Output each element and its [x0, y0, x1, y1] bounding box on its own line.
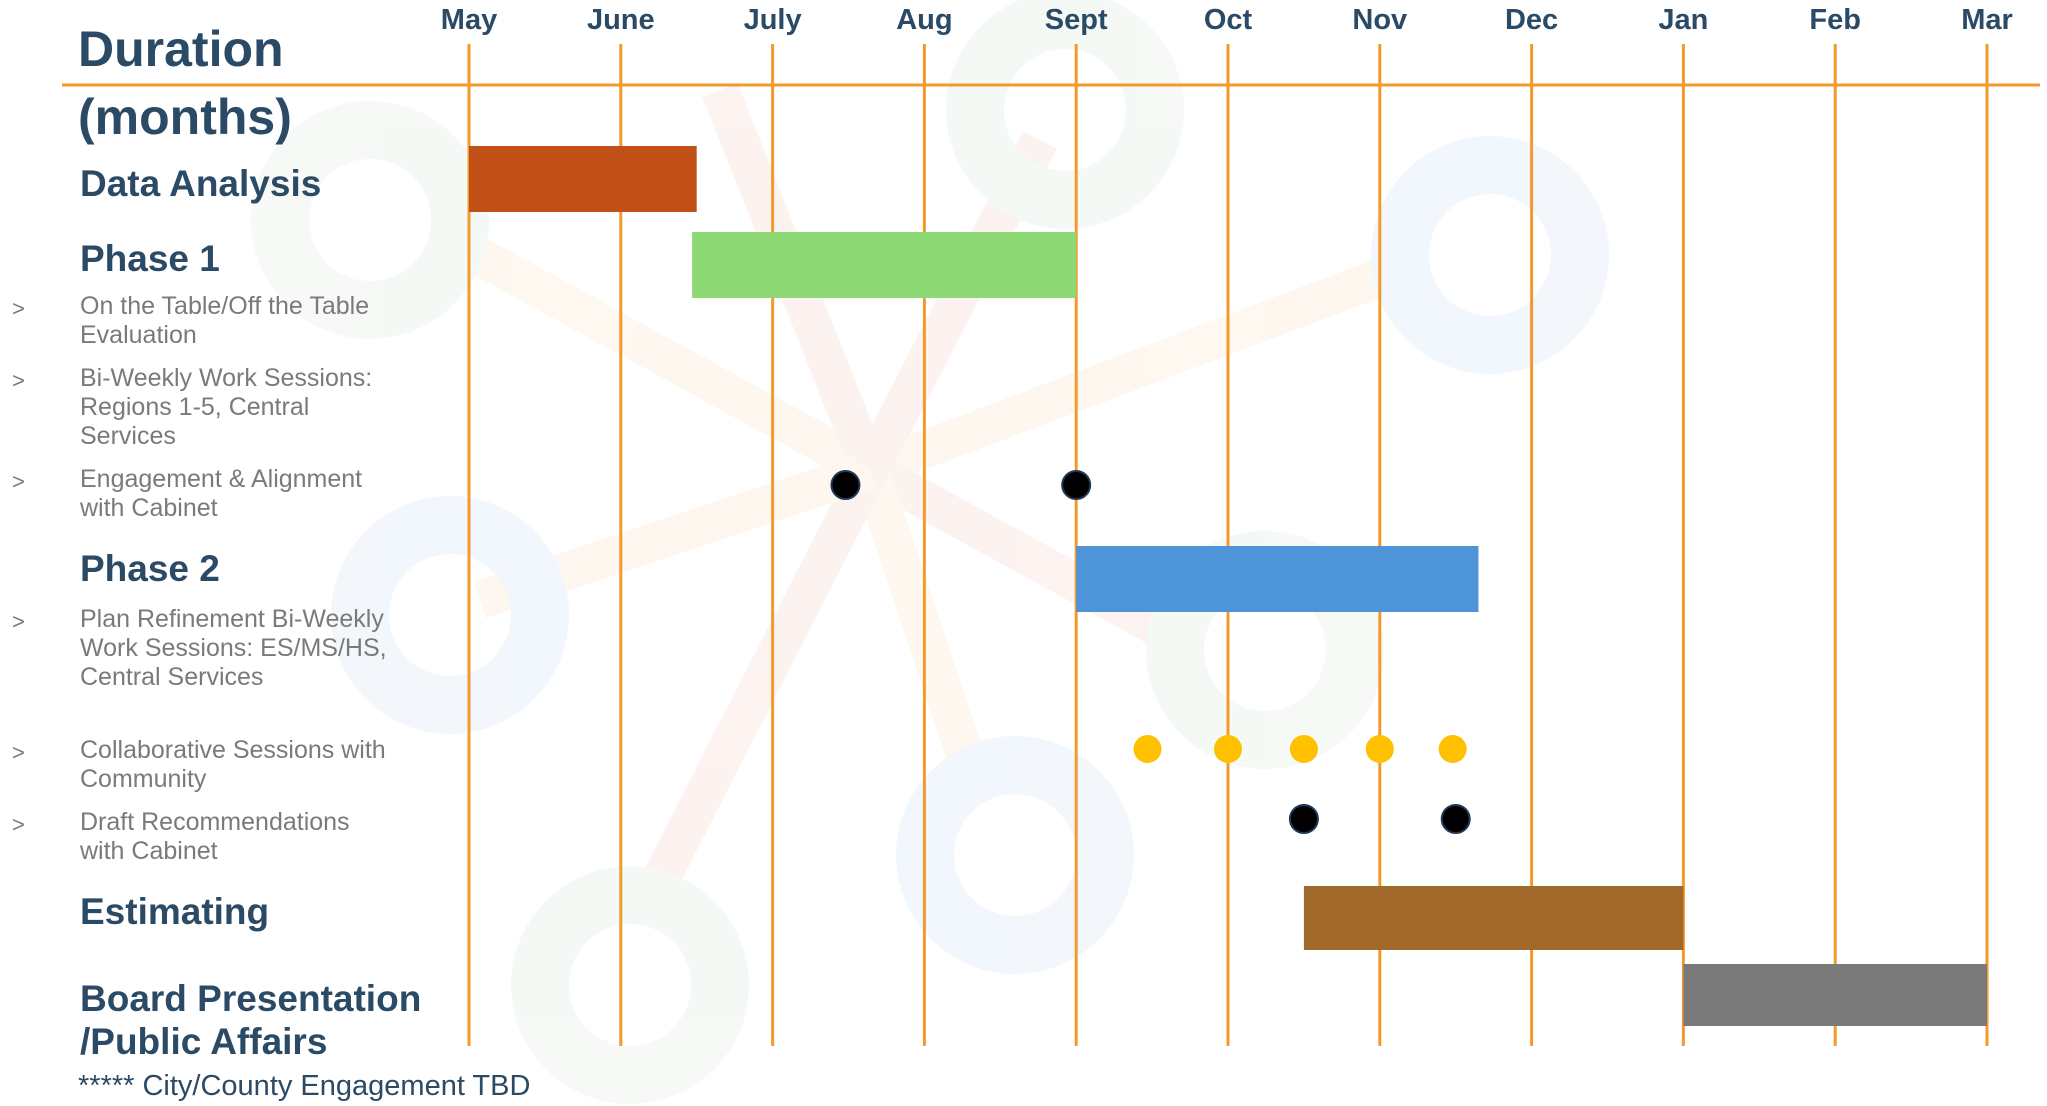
sub-item-on-the-table: On the Table/Off the Table Evaluation [80, 292, 370, 349]
milestone-marker [830, 470, 861, 500]
bullet-arrow: > [12, 296, 25, 321]
gantt-bar-estimating [1303, 886, 1684, 950]
month-label-july: July [743, 4, 802, 36]
month-label-may: May [440, 4, 498, 36]
chart-title-line-1: Duration [78, 21, 284, 77]
month-label-dec: Dec [1504, 4, 1559, 36]
chart-title-line-2: (months) [78, 89, 292, 145]
gantt-bar-phase-2 [1076, 546, 1479, 612]
milestone-marker [1288, 804, 1319, 834]
row-label-estimating: Estimating [80, 891, 270, 932]
milestone-marker [1438, 735, 1467, 763]
bullet-arrow: > [12, 812, 25, 837]
sub-item-bi-weekly-sessions: Bi-Weekly Work Sessions: Regions 1-5, Ce… [80, 364, 373, 450]
gantt-bar-phase-1 [692, 232, 1077, 298]
month-label-feb: Feb [1809, 4, 1861, 36]
milestone-marker [1133, 735, 1162, 763]
bullet-arrow: > [12, 609, 25, 634]
milestone-marker [1440, 804, 1471, 834]
bullet-arrow: > [12, 469, 25, 494]
row-label-phase-1: Phase 1 [80, 238, 220, 279]
month-label-jan: Jan [1658, 4, 1709, 36]
month-label-sept: Sept [1044, 4, 1108, 36]
row-label-phase-2: Phase 2 [80, 548, 220, 589]
sub-item-collaborative-sessions: Collaborative Sessions with Community [80, 736, 386, 793]
month-label-nov: Nov [1352, 4, 1408, 36]
milestone-marker [1214, 735, 1242, 763]
row-label-data-analysis: Data Analysis [80, 163, 322, 204]
month-label-aug: Aug [896, 4, 953, 36]
milestone-marker [1061, 470, 1092, 500]
bullet-arrow: > [12, 740, 25, 765]
footnote: ***** City/County Engagement TBD [78, 1070, 531, 1102]
milestone-marker [1289, 735, 1318, 763]
bullet-arrow: > [12, 368, 25, 393]
sub-item-engagement-cabinet: Engagement & Alignment with Cabinet [80, 465, 363, 522]
sub-item-draft-recommendations: Draft Recommendations with Cabinet [80, 808, 350, 865]
sub-item-plan-refinement: Plan Refinement Bi-Weekly Work Sessions:… [80, 605, 387, 691]
gantt-bar-data-analysis [469, 146, 697, 212]
month-label-june: June [586, 4, 655, 36]
gantt-bar-board-presentation-public-affairs [1683, 964, 1987, 1026]
month-label-oct: Oct [1203, 4, 1253, 36]
month-label-mar: Mar [1961, 4, 2013, 36]
row-label-board-presentation: Board Presentation /Public Affairs [80, 978, 422, 1062]
milestone-marker [1365, 735, 1394, 763]
